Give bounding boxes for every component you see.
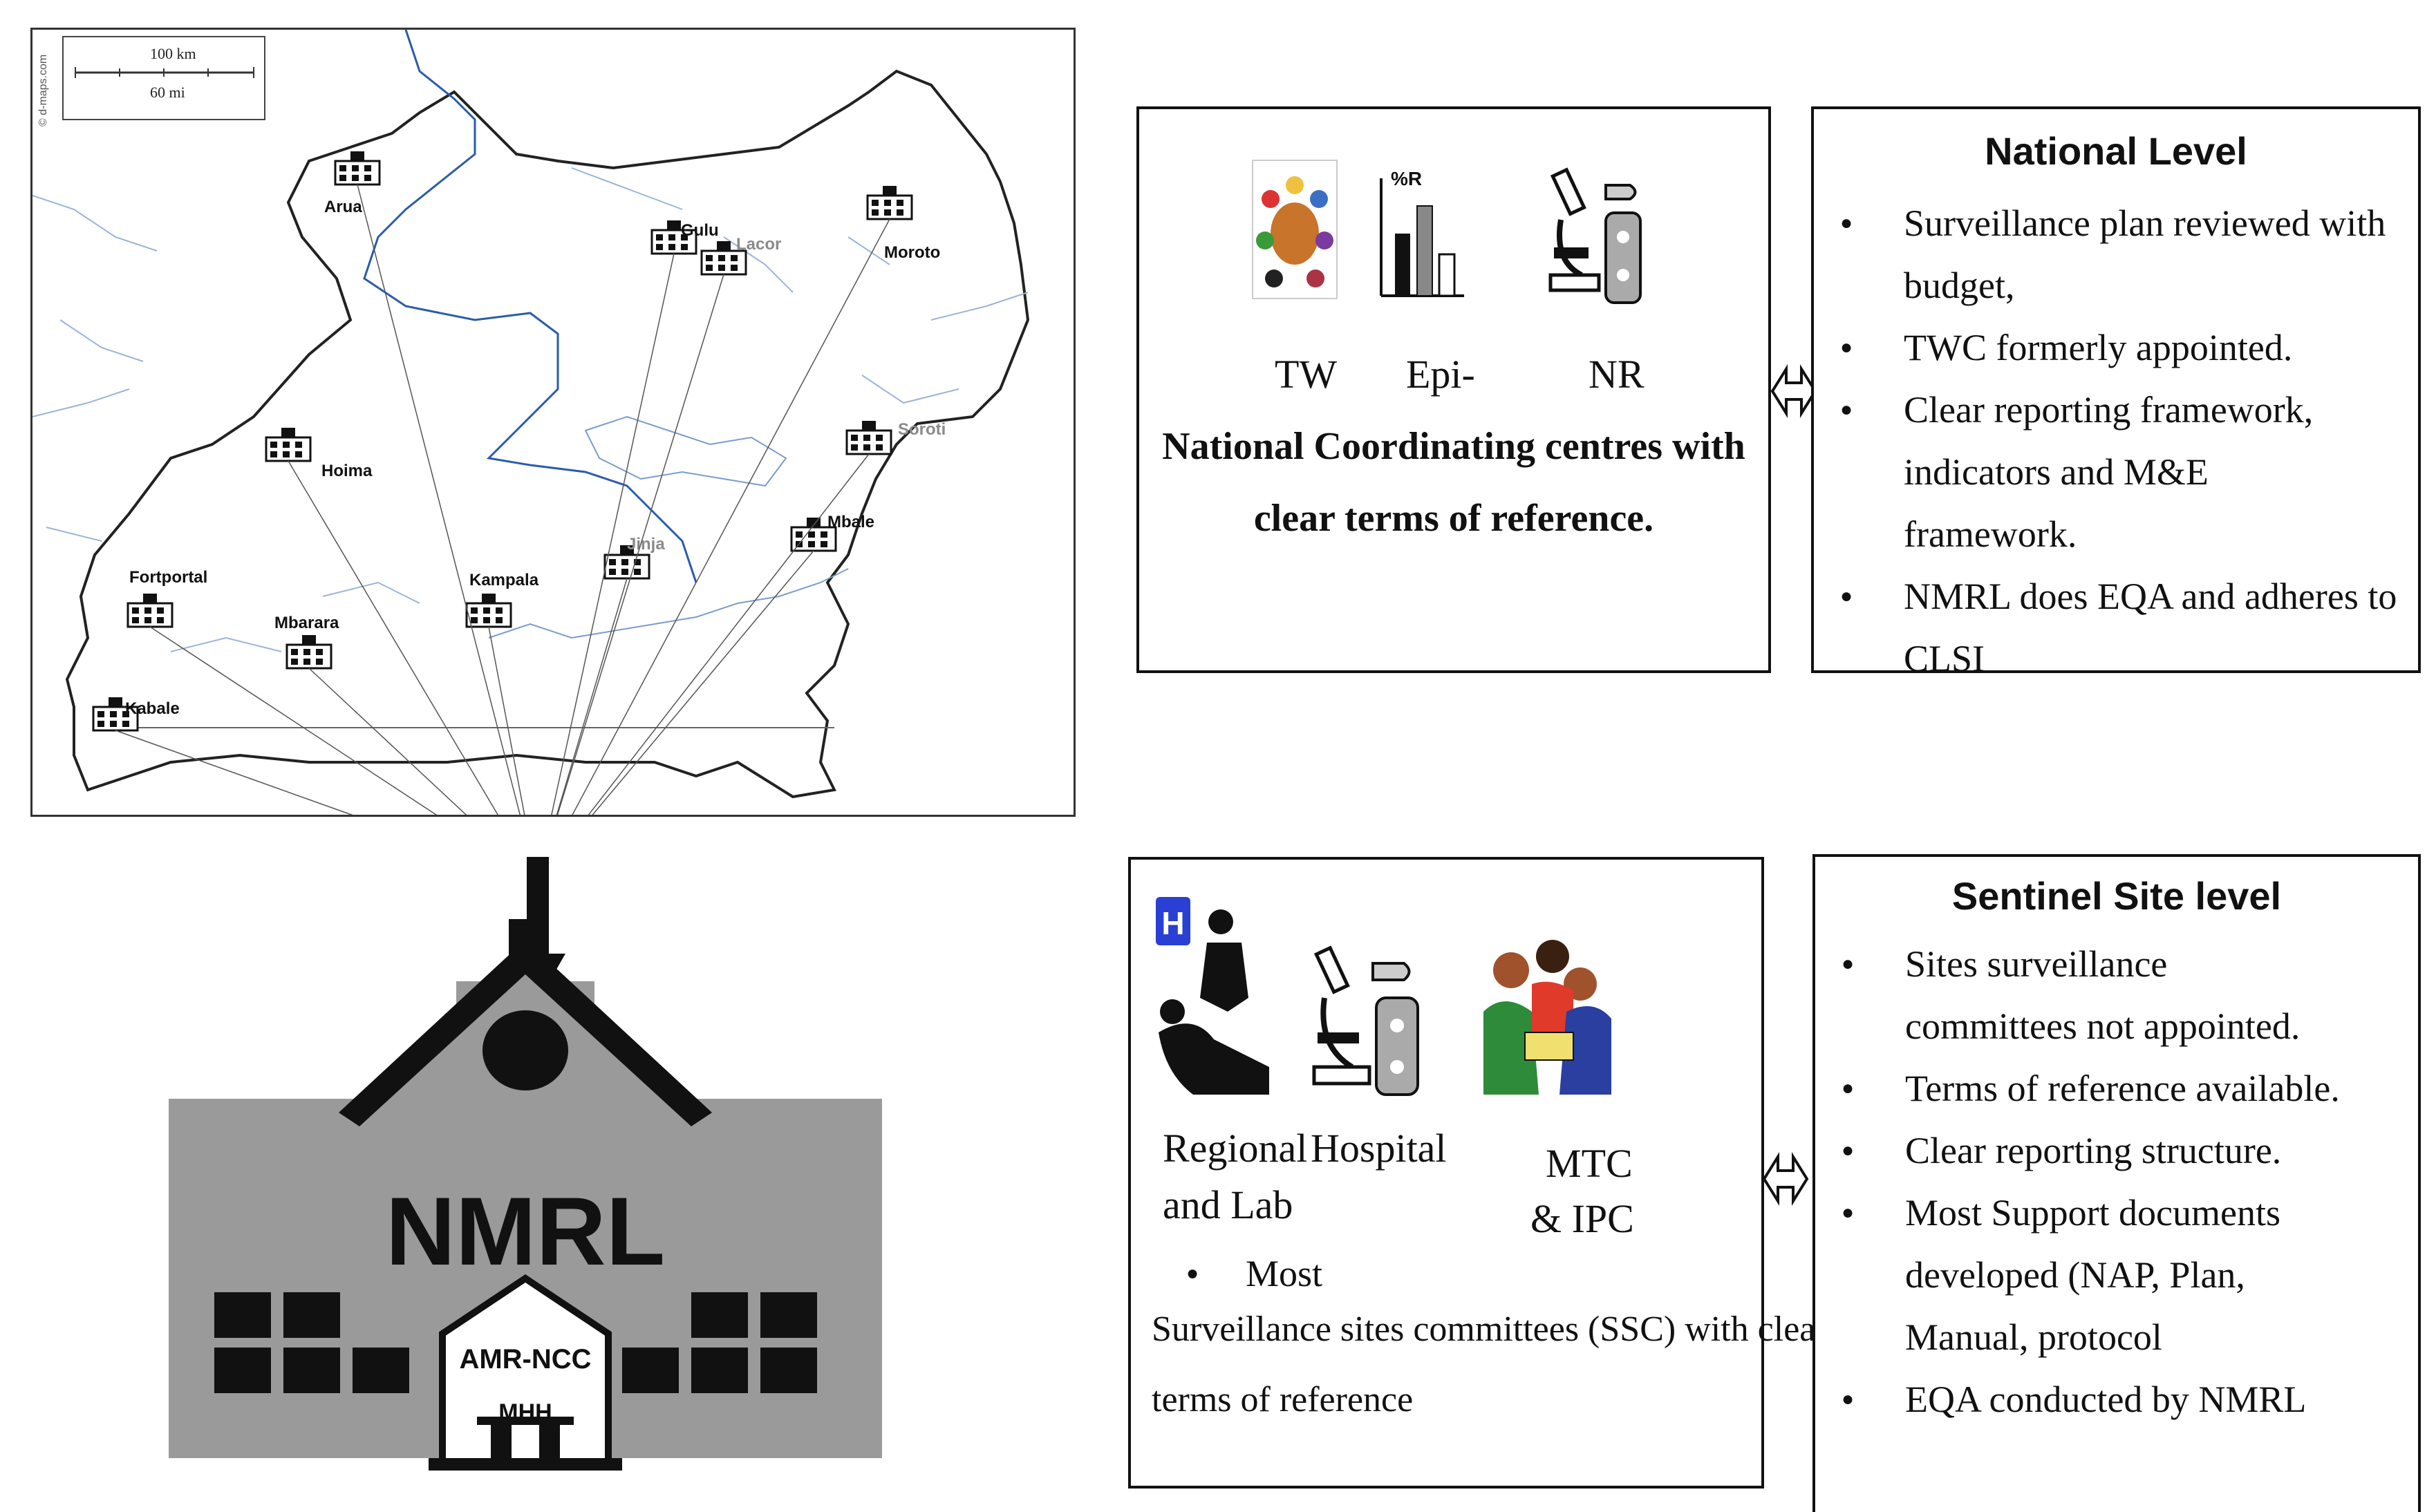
mtc-label: MTC (1546, 1141, 1633, 1186)
roof-icon (339, 940, 712, 1126)
sentinel-text-line1: Surveillance sites committees (SSC) with… (1152, 1310, 1828, 1349)
microscope-icon (1548, 167, 1642, 304)
hospital-marker-icon (866, 186, 913, 220)
bullet-dot: ● (1186, 1262, 1199, 1285)
city-label: Moroto (884, 243, 940, 262)
hospital-marker-icon (92, 697, 139, 732)
connector-line (308, 668, 467, 815)
and-lab-label: and Lab (1163, 1182, 1293, 1227)
map-scale-bar: 100 km 60 mi (62, 36, 265, 120)
hospital-label: Hospital (1311, 1126, 1447, 1171)
connector-line (592, 550, 814, 815)
nr-label: NR (1589, 352, 1645, 397)
eastern-rivers (571, 167, 1029, 404)
connector-lines (115, 184, 890, 815)
lab-microscope-icon (1312, 945, 1419, 1096)
city-label: Lacor (736, 235, 781, 254)
list-item: Clear reporting structure. (1829, 1119, 2417, 1182)
connector-line (556, 274, 724, 815)
scale-mi-label: 60 mi (150, 84, 185, 101)
list-item: Terms of reference available. (1829, 1057, 2417, 1119)
connector-line (488, 626, 525, 815)
left-windows (214, 1292, 409, 1393)
hospital-marker-icon (650, 220, 697, 255)
scale-km-label: 100 km (150, 45, 196, 62)
city-label: Gulu (681, 221, 719, 240)
double-arrow-icon (1762, 1152, 1809, 1206)
city-label: Jinja (627, 535, 665, 554)
list-item: Clear reporting framework,indicators and… (1828, 379, 2415, 565)
city-label: Arua (324, 198, 362, 216)
regional-label: Regional (1163, 1126, 1308, 1171)
right-windows (622, 1292, 817, 1393)
connector-line (288, 460, 499, 815)
city-label: Kabale (125, 699, 180, 718)
city-label: Mbarara (274, 614, 339, 632)
national-text-line2: clear terms of reference. (1253, 497, 1654, 540)
hospital-marker-icon (285, 635, 332, 670)
team-meeting-icon (1483, 940, 1611, 1095)
door-frame (439, 1274, 612, 1465)
sentinel-level-title: Sentinel Site level (1951, 874, 2282, 918)
hospital-marker-icon (603, 545, 650, 580)
connector-line (115, 730, 353, 815)
list-item: EQA conducted by NMRL (1829, 1368, 2417, 1430)
ipc-label: & IPC (1530, 1196, 1634, 1241)
map-credit: © d-maps.com (37, 55, 49, 126)
hospital-marker-icon (334, 151, 381, 186)
national-coordinating-box: %R TW Epi- NR National Coordinating cent… (1136, 106, 1771, 673)
lake-victoria-shore (488, 568, 849, 639)
city-label: Hoima (321, 462, 373, 480)
western-rivers (32, 195, 420, 652)
sentinel-level-box: Sentinel Site level Sites surveillanceco… (1812, 854, 2421, 1512)
connector-line (149, 626, 438, 815)
door-label: AMR-NCC (459, 1344, 591, 1374)
epi-label: Epi- (1406, 352, 1475, 397)
hospital-marker-icon (790, 518, 837, 552)
tw-label: TW (1275, 352, 1338, 397)
connector-line (556, 578, 628, 815)
sentinel-text-line2: terms of reference (1152, 1380, 1414, 1419)
chart-icon-label: %R (1391, 168, 1422, 189)
nmrl-building: NMRL AMR-NCC MHH (169, 919, 882, 1471)
building-name: NMRL (386, 1177, 665, 1285)
city-label: Fortportal (129, 568, 207, 587)
sentinel-committee-box: H Regional and Lab Hospital MTC & IPC ● … (1128, 857, 1828, 1489)
lake-kyoga (584, 415, 787, 487)
city-label: Soroti (898, 420, 946, 439)
hospital-marker-icon (265, 428, 312, 462)
list-item: TWC formerly appointed. (1828, 316, 2415, 379)
connector-line (572, 218, 890, 815)
connector-line (551, 253, 675, 815)
nile-river (363, 30, 697, 583)
hospital-doctor-icon: H (1156, 897, 1269, 1095)
most-bullet: Most (1246, 1253, 1323, 1294)
meeting-table-icon (1252, 160, 1338, 299)
country-border (65, 69, 1030, 799)
national-level-box: National Level Surveillance plan reviewe… (1811, 106, 2421, 673)
city-label: Mbale (827, 513, 874, 531)
round-window-icon (482, 1010, 568, 1090)
national-level-title: National Level (1985, 129, 2247, 173)
hospital-marker-icon (465, 594, 512, 628)
city-label: Kampala (469, 571, 539, 589)
epi-bar-chart-icon: %R (1380, 168, 1464, 297)
hospital-marker-icon (127, 594, 174, 628)
connector-line (588, 453, 870, 815)
connector-line (357, 184, 521, 815)
svg-text:H: H (1161, 905, 1184, 941)
hospital-marker-icon (845, 421, 892, 455)
national-text-line1: National Coordinating centres with (1162, 425, 1745, 468)
